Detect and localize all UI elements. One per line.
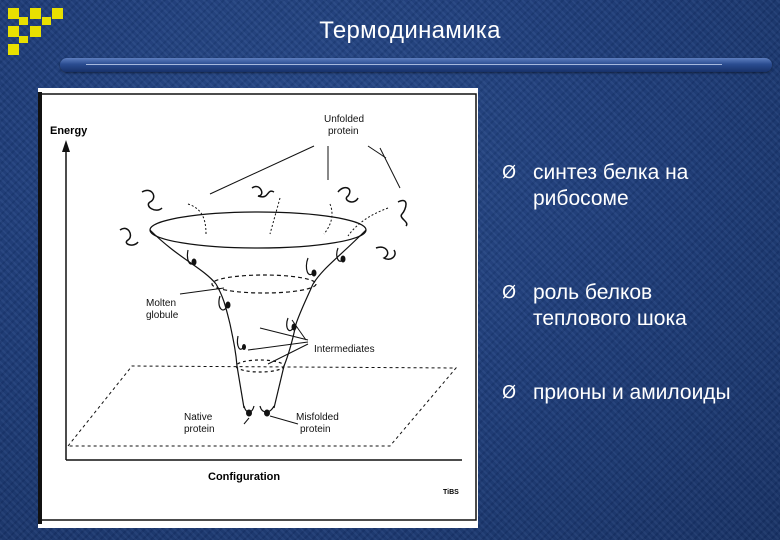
label-misfolded-line1: Misfolded <box>296 412 339 423</box>
bullet-text: прионы и амилоиды <box>533 381 731 404</box>
slide-title: Термодинамика <box>319 17 501 44</box>
label-misfolded-line2: protein <box>300 424 331 435</box>
unfolded-chains <box>119 185 408 261</box>
x-axis-label: Configuration <box>208 471 280 483</box>
bullet-text: роль белков теплового шока <box>533 281 687 330</box>
y-axis-label: Energy <box>50 125 88 137</box>
annotation-arrows <box>179 145 401 425</box>
funnel-diagram: Energy Configuration TiBS <box>38 92 477 524</box>
label-unfolded-line1: Unfolded <box>324 114 364 125</box>
label-intermediates: Intermediates <box>314 344 375 355</box>
logo-grid <box>8 8 78 68</box>
bullet-text: синтез белка на рибосоме <box>533 161 689 210</box>
label-unfolded-line2: protein <box>328 126 359 137</box>
folding-funnel-figure: Energy Configuration TiBS <box>38 88 478 528</box>
label-molten-line2: globule <box>146 310 179 321</box>
title-divider <box>60 58 772 72</box>
label-molten-line1: Molten <box>146 298 176 309</box>
bullet-arrow-icon: Ø <box>502 382 517 403</box>
label-native-line1: Native <box>184 412 213 423</box>
figure-frame <box>39 93 477 521</box>
label-native-line2: protein <box>184 424 215 435</box>
funnel-shape <box>149 211 367 413</box>
bullet-arrow-icon: Ø <box>502 282 517 303</box>
funnel-minima <box>191 255 346 417</box>
bullet-arrow-icon: Ø <box>502 162 517 183</box>
corner-tag: TiBS <box>443 489 459 496</box>
floor-plane <box>66 365 458 447</box>
